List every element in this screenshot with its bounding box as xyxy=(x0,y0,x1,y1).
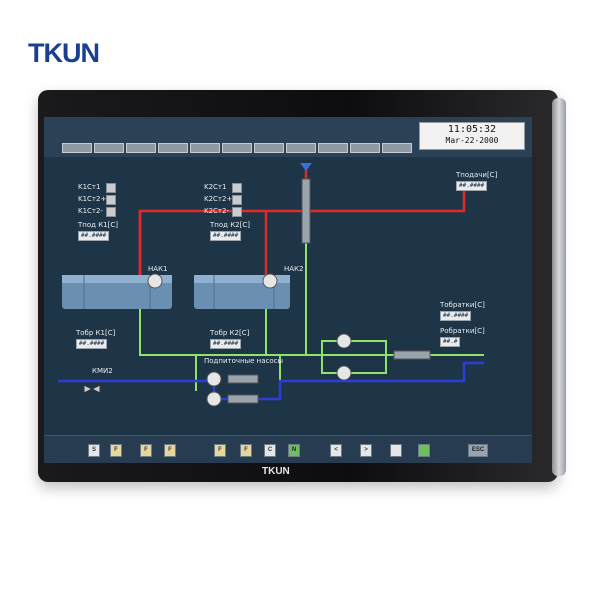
tank1-indicator-2 xyxy=(106,195,116,205)
makeup-pump-2 xyxy=(206,391,222,407)
toolbar-button-10[interactable] xyxy=(350,143,380,153)
bottom-button-5[interactable]: F xyxy=(214,444,226,457)
bottom-button-2[interactable]: F xyxy=(110,444,122,457)
valve-kmi2-label: КМИ2 xyxy=(92,367,113,375)
circulation-pump-1 xyxy=(336,333,352,349)
hmi-screen: 11:05:32 Mar-22-2000 xyxy=(44,117,532,463)
tank1-indicator-3 xyxy=(106,207,116,217)
clock-date: Mar-22-2000 xyxy=(445,136,499,145)
pump2-label: НАК2 xyxy=(284,265,304,273)
tank2-indicator-3 xyxy=(232,207,242,217)
return-pressure-label: Робратки[С] xyxy=(440,327,485,335)
pump1-label: НАК1 xyxy=(148,265,168,273)
bottom-button-3[interactable]: F xyxy=(140,444,152,457)
bottom-button-11[interactable] xyxy=(390,444,402,457)
bottom-button-7[interactable]: C xyxy=(264,444,276,457)
valve-kmi2-b xyxy=(90,384,101,394)
toolbar-button-2[interactable] xyxy=(94,143,124,153)
tank2-status-label-3: K2Ст2- xyxy=(204,207,229,215)
brand-logo: TKUN xyxy=(28,38,100,68)
top-toolbar: 11:05:32 Mar-22-2000 xyxy=(44,117,532,157)
tank1-status-label-1: K1Ст1 xyxy=(78,183,101,191)
bottom-button-6[interactable]: F xyxy=(240,444,252,457)
toolbar-button-8[interactable] xyxy=(286,143,316,153)
pump-1 xyxy=(147,273,163,289)
bezel-logo: TKUN xyxy=(262,466,290,477)
bottom-button-10[interactable]: > xyxy=(360,444,372,457)
tank2-status-label-1: K2Ст1 xyxy=(204,183,227,191)
toolbar-button-6[interactable] xyxy=(222,143,252,153)
valve-top xyxy=(300,163,312,171)
bottom-button-4[interactable]: F xyxy=(164,444,176,457)
cold-pipe xyxy=(58,361,484,401)
toolbar-button-1[interactable] xyxy=(62,143,92,153)
tank2-supply-value: ##.#### xyxy=(210,231,242,241)
tank2-return-label: Тобр К2[С] xyxy=(210,329,250,337)
toolbar-button-7[interactable] xyxy=(254,143,284,153)
toolbar-button-4[interactable] xyxy=(158,143,188,153)
clock-time: 11:05:32 xyxy=(447,124,497,135)
tank2-supply-label: Тпод К2[С] xyxy=(210,221,250,229)
green-pipe-loop xyxy=(321,340,387,374)
valve-kmi2 xyxy=(83,384,94,394)
tank1-supply-value: ##.#### xyxy=(78,231,110,241)
tank1-indicator-1 xyxy=(106,183,116,193)
green-pipe-left xyxy=(139,199,307,356)
return-temp-value: ##.#### xyxy=(440,311,472,321)
bottom-button-1[interactable]: S xyxy=(88,444,100,457)
toolbar-button-9[interactable] xyxy=(318,143,348,153)
monitor-side-rim xyxy=(552,98,566,476)
tank1-status-label-2: K1Ст2+ xyxy=(78,195,107,203)
makeup-pump-1 xyxy=(206,371,222,387)
tank1-status-label-3: K1Ст2- xyxy=(78,207,103,215)
supply-temp-label: Тподачи[С] xyxy=(456,171,498,179)
bottom-toolbar: S F F F F F C N < > ESC xyxy=(44,435,532,463)
supply-temp-value: ##.#### xyxy=(456,181,488,191)
heat-exchanger-1 xyxy=(227,374,259,384)
clock-display: 11:05:32 Mar-22-2000 xyxy=(419,122,525,150)
return-temp-label: Тобратки[С] xyxy=(440,301,485,309)
tank2-indicator-2 xyxy=(232,195,242,205)
bottom-button-esc[interactable]: ESC xyxy=(468,444,488,457)
tank2-status-label-2: K2Ст2+ xyxy=(204,195,233,203)
heat-exchanger-2 xyxy=(227,394,259,404)
heat-exchanger-vertical xyxy=(301,178,311,244)
makeup-pumps-label: Подпиточные насосы xyxy=(204,357,284,365)
toolbar-button-11[interactable] xyxy=(382,143,412,153)
toolbar-button-3[interactable] xyxy=(126,143,156,153)
return-pressure-value: ##.# xyxy=(440,337,461,347)
tank1-supply-label: Тпод К1[С] xyxy=(78,221,118,229)
pump-2 xyxy=(262,273,278,289)
tank1-return-label: Тобр К1[С] xyxy=(76,329,116,337)
tank2-return-value: ##.#### xyxy=(210,339,242,349)
circulation-pump-2 xyxy=(336,365,352,381)
bottom-button-8[interactable]: N xyxy=(288,444,300,457)
heat-exchanger-3 xyxy=(393,350,431,360)
bottom-button-12[interactable] xyxy=(418,444,430,457)
bottom-button-9[interactable]: < xyxy=(330,444,342,457)
process-diagram xyxy=(58,163,484,407)
toolbar-button-5[interactable] xyxy=(190,143,220,153)
tank1-return-value: ##.#### xyxy=(76,339,108,349)
tank2-indicator-1 xyxy=(232,183,242,193)
